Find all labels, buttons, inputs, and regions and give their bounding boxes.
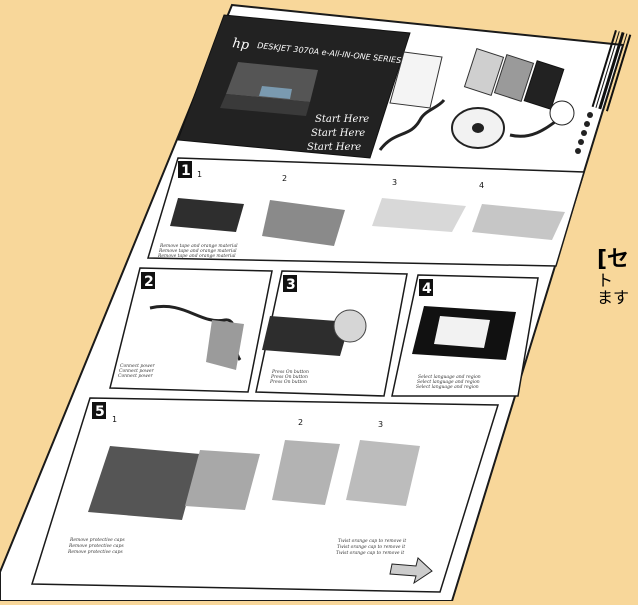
- side-annotation-line-2: ます: [597, 289, 638, 306]
- step-1-number: 1: [181, 163, 191, 179]
- hp-logo-icon: hp: [231, 36, 250, 53]
- step-5-sub-1: 1: [112, 415, 117, 424]
- step-4-number: 4: [422, 281, 432, 297]
- start-here-3: Start Here: [307, 142, 361, 153]
- step-5-caption-right-3: Twist orange cap to remove it: [336, 550, 404, 556]
- step-5-sub-2: 2: [298, 418, 303, 427]
- step-3-power-button-image: [334, 310, 366, 342]
- step-5-caption-left-1: Remove protective caps: [69, 537, 125, 543]
- step-1-sub-1: 1: [197, 170, 202, 179]
- step-5-caption-right-2: Twist orange cap to remove it: [337, 544, 405, 550]
- step-1-printer-image: [170, 198, 244, 232]
- step-5-caption-right-1: Twist orange cap to remove it: [338, 538, 406, 544]
- start-here-1: Start Here: [315, 114, 369, 125]
- step-3-number: 3: [286, 277, 296, 293]
- step-2-number: 2: [144, 274, 154, 290]
- step-4-screen-image: [434, 316, 490, 348]
- side-annotation-title: [セ: [597, 248, 638, 272]
- step-1-sub-2: 2: [282, 174, 287, 183]
- side-annotation-line-1: ト: [597, 272, 638, 289]
- step-5-sub-3: 3: [378, 420, 383, 429]
- step-1-sub-4: 4: [479, 181, 484, 190]
- step-4-caption-3: Select language and region: [416, 384, 479, 390]
- side-annotation: [セ ト ます: [597, 248, 638, 328]
- step-5-number: 5: [95, 404, 105, 420]
- start-here-2: Start Here: [311, 128, 365, 139]
- cd-icon: [452, 108, 504, 148]
- step-2-caption-3: Connect power: [118, 373, 153, 379]
- step-5-caption-left-3: Remove protective caps: [67, 549, 123, 555]
- step-3-caption-3: Press On button: [269, 379, 307, 385]
- step-1-caption-3: Remove tape and orange material: [157, 253, 236, 259]
- step-5-caption-left-2: Remove protective caps: [68, 543, 124, 549]
- step-1-sub-3: 3: [392, 178, 397, 187]
